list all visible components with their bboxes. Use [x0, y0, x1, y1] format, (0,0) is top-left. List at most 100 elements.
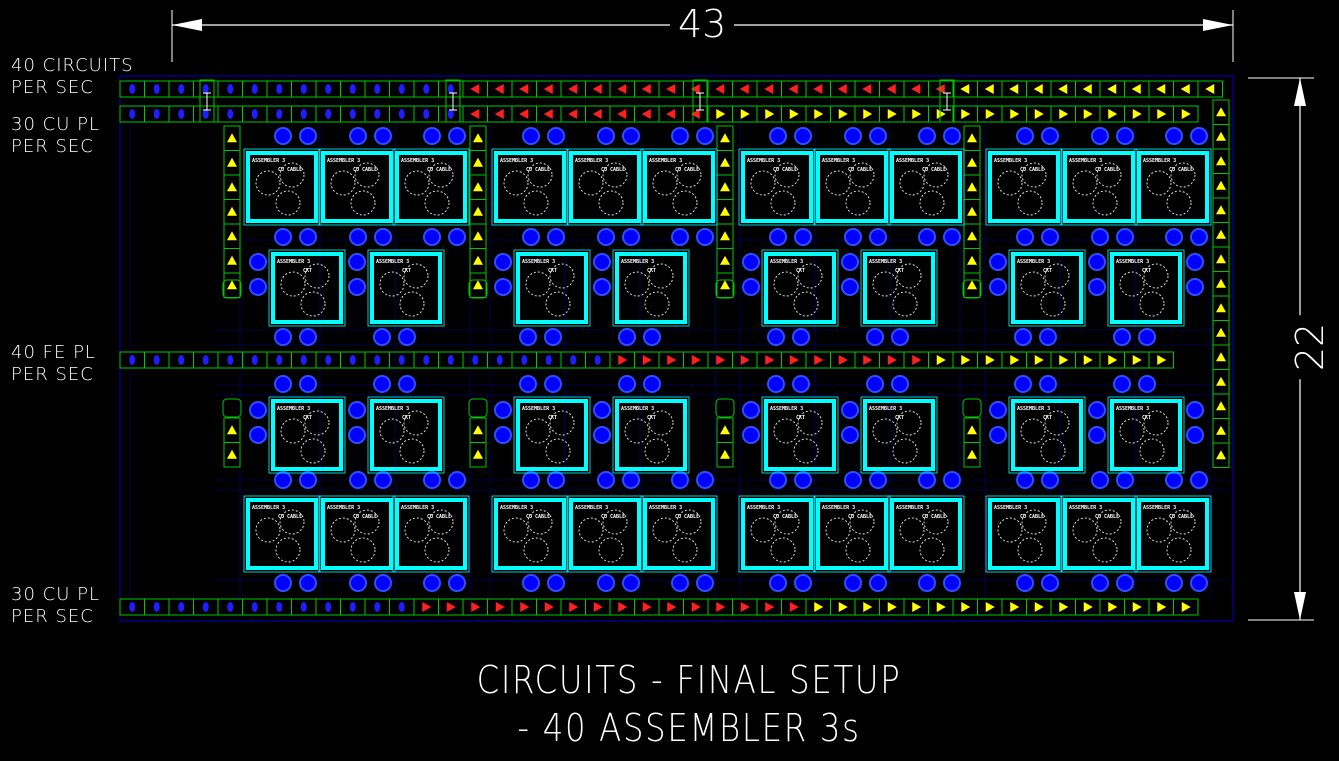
belt-arrow: [1059, 602, 1069, 612]
belt-arrow: [1216, 107, 1226, 117]
gear-icon: [997, 170, 1023, 196]
underground-belt: [222, 279, 242, 299]
belt-arrow: [667, 355, 677, 365]
assembler-label: ASSEMBLER 3: [376, 259, 409, 265]
belt-arrow: [520, 602, 530, 612]
gear-icon: [1017, 190, 1043, 216]
gear-icon: [624, 271, 650, 297]
gear-icon: [899, 517, 925, 543]
assembler-footprint: [243, 495, 321, 573]
inserter: [1116, 471, 1134, 489]
belt-arrow: [473, 255, 483, 265]
belt-arrow: [129, 355, 136, 365]
assembler-body: [516, 399, 588, 471]
inserter: [349, 574, 367, 592]
belt-arrow: [961, 602, 971, 612]
label-line: 30 CU PL: [11, 114, 100, 135]
assembler-footprint: [367, 396, 445, 474]
inserter: [593, 426, 611, 444]
inserter: [891, 375, 909, 393]
belt-arrow: [740, 602, 750, 612]
gear-icon: [503, 517, 529, 543]
belt-arrow: [178, 602, 185, 612]
inserter: [844, 228, 862, 246]
belt-arrow: [496, 355, 503, 365]
inserter: [794, 228, 812, 246]
assembler-recipe: CKT: [1043, 268, 1052, 274]
belt-arrow: [984, 84, 994, 94]
assembler-body: [516, 252, 588, 324]
gear-icon: [404, 170, 430, 196]
inserter: [448, 228, 466, 246]
gear-icon: [896, 410, 922, 436]
gear-icon: [503, 170, 529, 196]
inserter: [769, 574, 787, 592]
belt-arrow: [1034, 109, 1044, 119]
belt-arrow: [788, 84, 798, 94]
gear-icon: [1092, 190, 1118, 216]
assembler-cu-cable: ASSEMBLER 3CU CABLE: [243, 148, 321, 226]
belt-arrow: [1108, 109, 1118, 119]
inserter: [1088, 253, 1106, 271]
inserter: [349, 228, 367, 246]
belt-arrow: [740, 109, 750, 119]
gear-icon: [424, 537, 450, 563]
inserter: [742, 278, 760, 296]
belt-tile: [223, 442, 241, 468]
label-line: PER SEC: [11, 77, 94, 98]
inserter: [844, 471, 862, 489]
inserter: [348, 401, 366, 419]
assembler-recipe: CU CABLE: [427, 514, 451, 520]
splitter: [939, 79, 955, 123]
assembler-body: [271, 399, 343, 471]
belt-arrow: [446, 602, 456, 612]
belt-arrow: [227, 157, 237, 167]
inserter: [1165, 471, 1183, 489]
inserter: [1165, 574, 1183, 592]
gear-icon: [1040, 291, 1066, 317]
assembler-cu-cable: ASSEMBLER 3CU CABLE: [1060, 495, 1138, 573]
gear-icon: [793, 291, 819, 317]
belt-arrow: [398, 355, 405, 365]
belt-arrow: [967, 425, 977, 435]
inserter: [448, 574, 466, 592]
assembler-body: [1011, 252, 1083, 324]
assembler-body: [615, 399, 687, 471]
assembler-body: [1011, 399, 1083, 471]
belt-tile: [1173, 105, 1199, 123]
belt-arrow: [178, 84, 185, 94]
belt-arrow: [863, 355, 873, 365]
gear-icon: [648, 410, 674, 436]
gear-icon: [1021, 509, 1047, 535]
gear-icon: [648, 263, 674, 289]
belt-arrow: [887, 109, 897, 119]
inserter: [1041, 471, 1059, 489]
belt-arrow: [1216, 180, 1226, 190]
gear-icon: [845, 190, 871, 216]
assembler-recipe: CU CABLE: [353, 167, 377, 173]
assembler-recipe: CKT: [303, 415, 312, 421]
inserter: [1190, 471, 1208, 489]
inserter: [398, 328, 416, 346]
inserter: [989, 253, 1007, 271]
assembler-footprint: [985, 495, 1063, 573]
belt-arrow: [251, 84, 258, 94]
gear-icon: [1143, 410, 1169, 436]
arrowhead-right: [1203, 19, 1233, 31]
inserter: [348, 253, 366, 271]
inserter: [1041, 574, 1059, 592]
belt-arrow: [1216, 303, 1226, 313]
assembler-label: ASSEMBLER 3: [252, 158, 285, 164]
belt-arrow: [765, 602, 775, 612]
inserter: [1186, 278, 1204, 296]
inserter: [1014, 375, 1032, 393]
belt-arrow: [814, 355, 824, 365]
inserter: [1091, 228, 1109, 246]
belt-arrow: [789, 355, 799, 365]
